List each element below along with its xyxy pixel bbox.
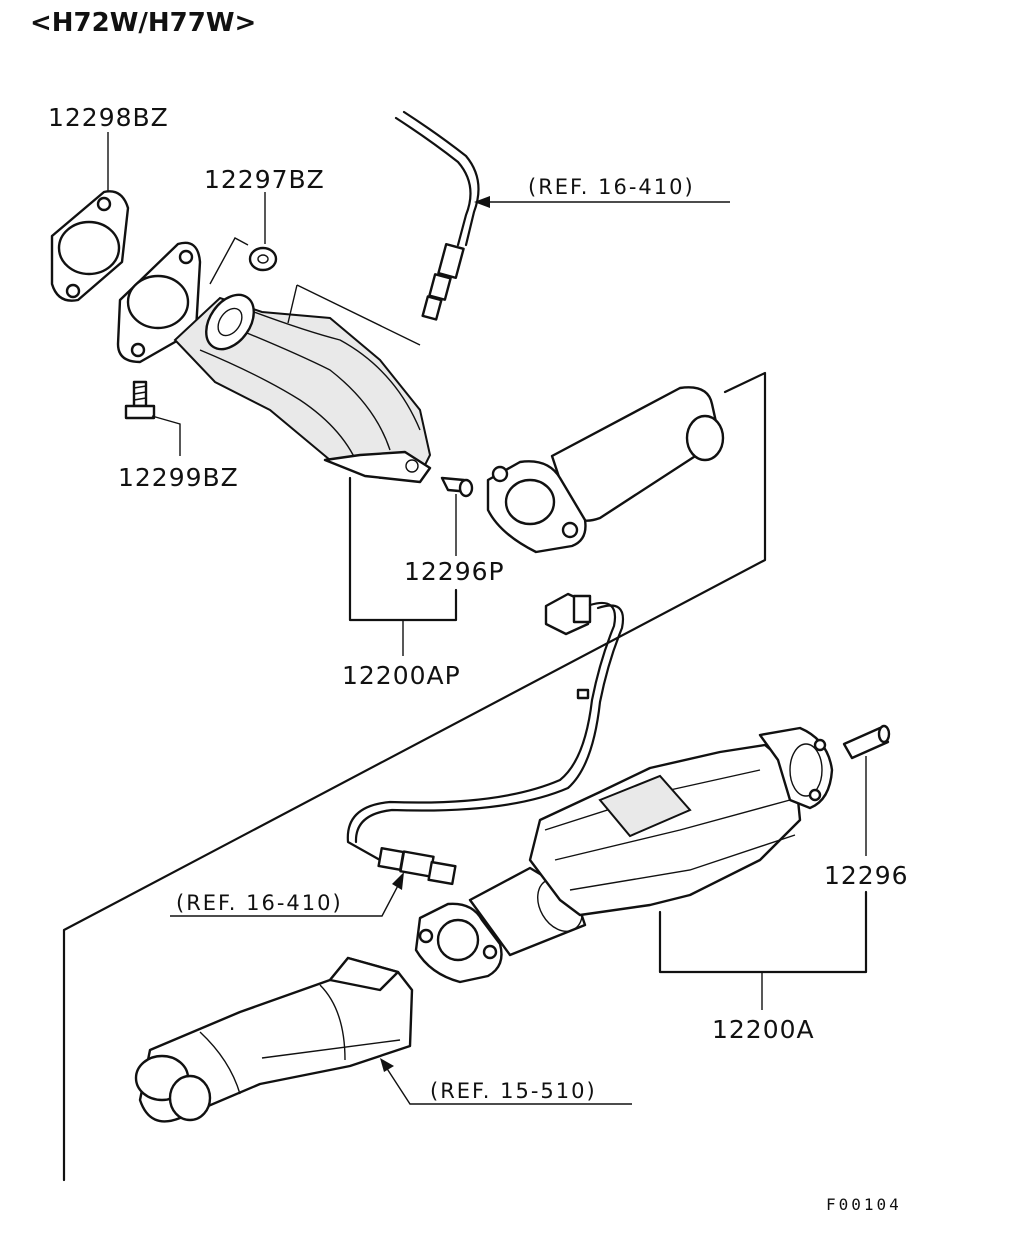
- label-12297BZ[interactable]: 12297BZ: [204, 165, 325, 194]
- center-pipe-upper[interactable]: [486, 386, 725, 554]
- bracket-12200AP: [348, 476, 458, 622]
- label-12200A[interactable]: 12200A: [712, 1015, 815, 1044]
- label-12200AP[interactable]: 12200AP: [342, 661, 461, 690]
- assembly-panel-outline: [62, 371, 767, 1182]
- leader-12299BZ: [151, 415, 181, 456]
- ref-arrow-rear-pipe: [383, 1063, 632, 1105]
- rear-pipe[interactable]: [134, 956, 414, 1123]
- lower-oxygen-sensor[interactable]: [346, 592, 625, 886]
- ref-lower-o2-sensor[interactable]: (REF. 16-410): [176, 891, 343, 915]
- bolt-12299BZ[interactable]: [124, 380, 156, 420]
- main-catalytic-converter[interactable]: [414, 726, 834, 984]
- front-catalytic-converter[interactable]: [116, 241, 432, 484]
- upper-gasket-12298BZ[interactable]: [50, 190, 130, 302]
- model-label: <H72W/H77W>: [30, 8, 256, 38]
- plug-12296P[interactable]: [440, 476, 474, 498]
- plug-12296[interactable]: [842, 724, 891, 760]
- nut-12297BZ[interactable]: [248, 246, 278, 272]
- label-12296P[interactable]: 12296P: [404, 557, 505, 586]
- ref-arrowhead-upper-o2: [474, 196, 490, 208]
- ref-upper-o2-sensor[interactable]: (REF. 16-410): [528, 175, 695, 199]
- nut-stud-bracket: [209, 237, 249, 285]
- figure-code: F00104: [826, 1195, 902, 1214]
- upper-oxygen-sensor[interactable]: [394, 110, 480, 321]
- ref-arrowhead-lower-o2: [392, 872, 404, 890]
- ref-rear-pipe[interactable]: (REF. 15-510): [430, 1079, 597, 1103]
- label-12298BZ[interactable]: 12298BZ: [48, 103, 169, 132]
- label-12296[interactable]: 12296: [824, 861, 909, 890]
- ref-arrow-lower-o2: [170, 877, 403, 917]
- bracket-12200A: [658, 890, 868, 974]
- ref-arrowhead-rear-pipe: [380, 1058, 394, 1072]
- label-12299BZ[interactable]: 12299BZ: [118, 463, 239, 492]
